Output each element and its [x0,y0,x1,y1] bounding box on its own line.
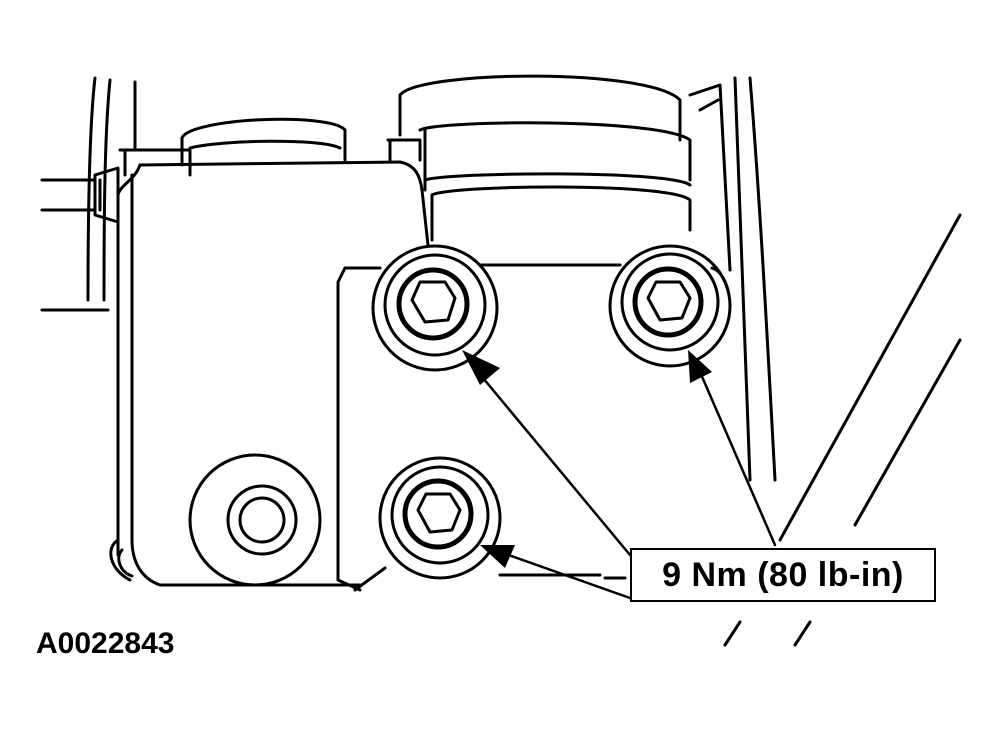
mounting-bracket [336,263,730,592]
bolt-bottom-icon [378,456,502,580]
arrow-top-right-icon [688,350,712,383]
background-frame-right [688,76,962,647]
top-right-cylinder [386,74,692,242]
lower-left-boss [188,453,322,587]
reservoir-cap [118,117,347,177]
torque-label: 9 Nm (80 lb-in) [662,555,904,594]
arrow-top-left-icon [462,350,500,385]
left-block [109,160,430,587]
arrow-bottom-icon [480,545,515,568]
background-frame-left [40,76,137,312]
bolt-top-right-icon [608,244,732,368]
figure-id: A0022843 [36,627,175,660]
torque-callout: 9 Nm (80 lb-in) [630,548,936,602]
bolt-top-left-icon [371,244,499,372]
leader-lines [476,370,777,600]
